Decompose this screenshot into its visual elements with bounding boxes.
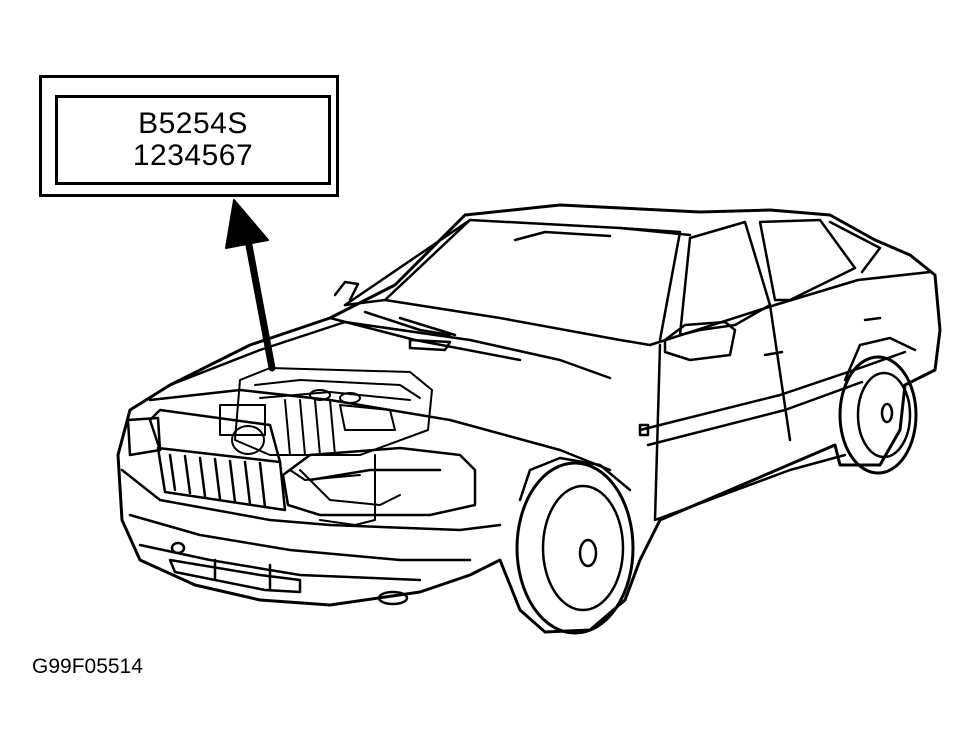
engine-serial-number: 1234567	[132, 139, 254, 172]
figure-code: G99F05514	[32, 655, 143, 678]
car-body	[116, 203, 942, 634]
engine-code: B5254S	[138, 107, 248, 140]
front-wheel	[515, 456, 635, 635]
engine-label: B5254S 1234567	[55, 95, 331, 185]
rear-wheel	[838, 336, 918, 475]
engine-block	[219, 367, 433, 526]
pointer-arrow	[225, 199, 276, 372]
